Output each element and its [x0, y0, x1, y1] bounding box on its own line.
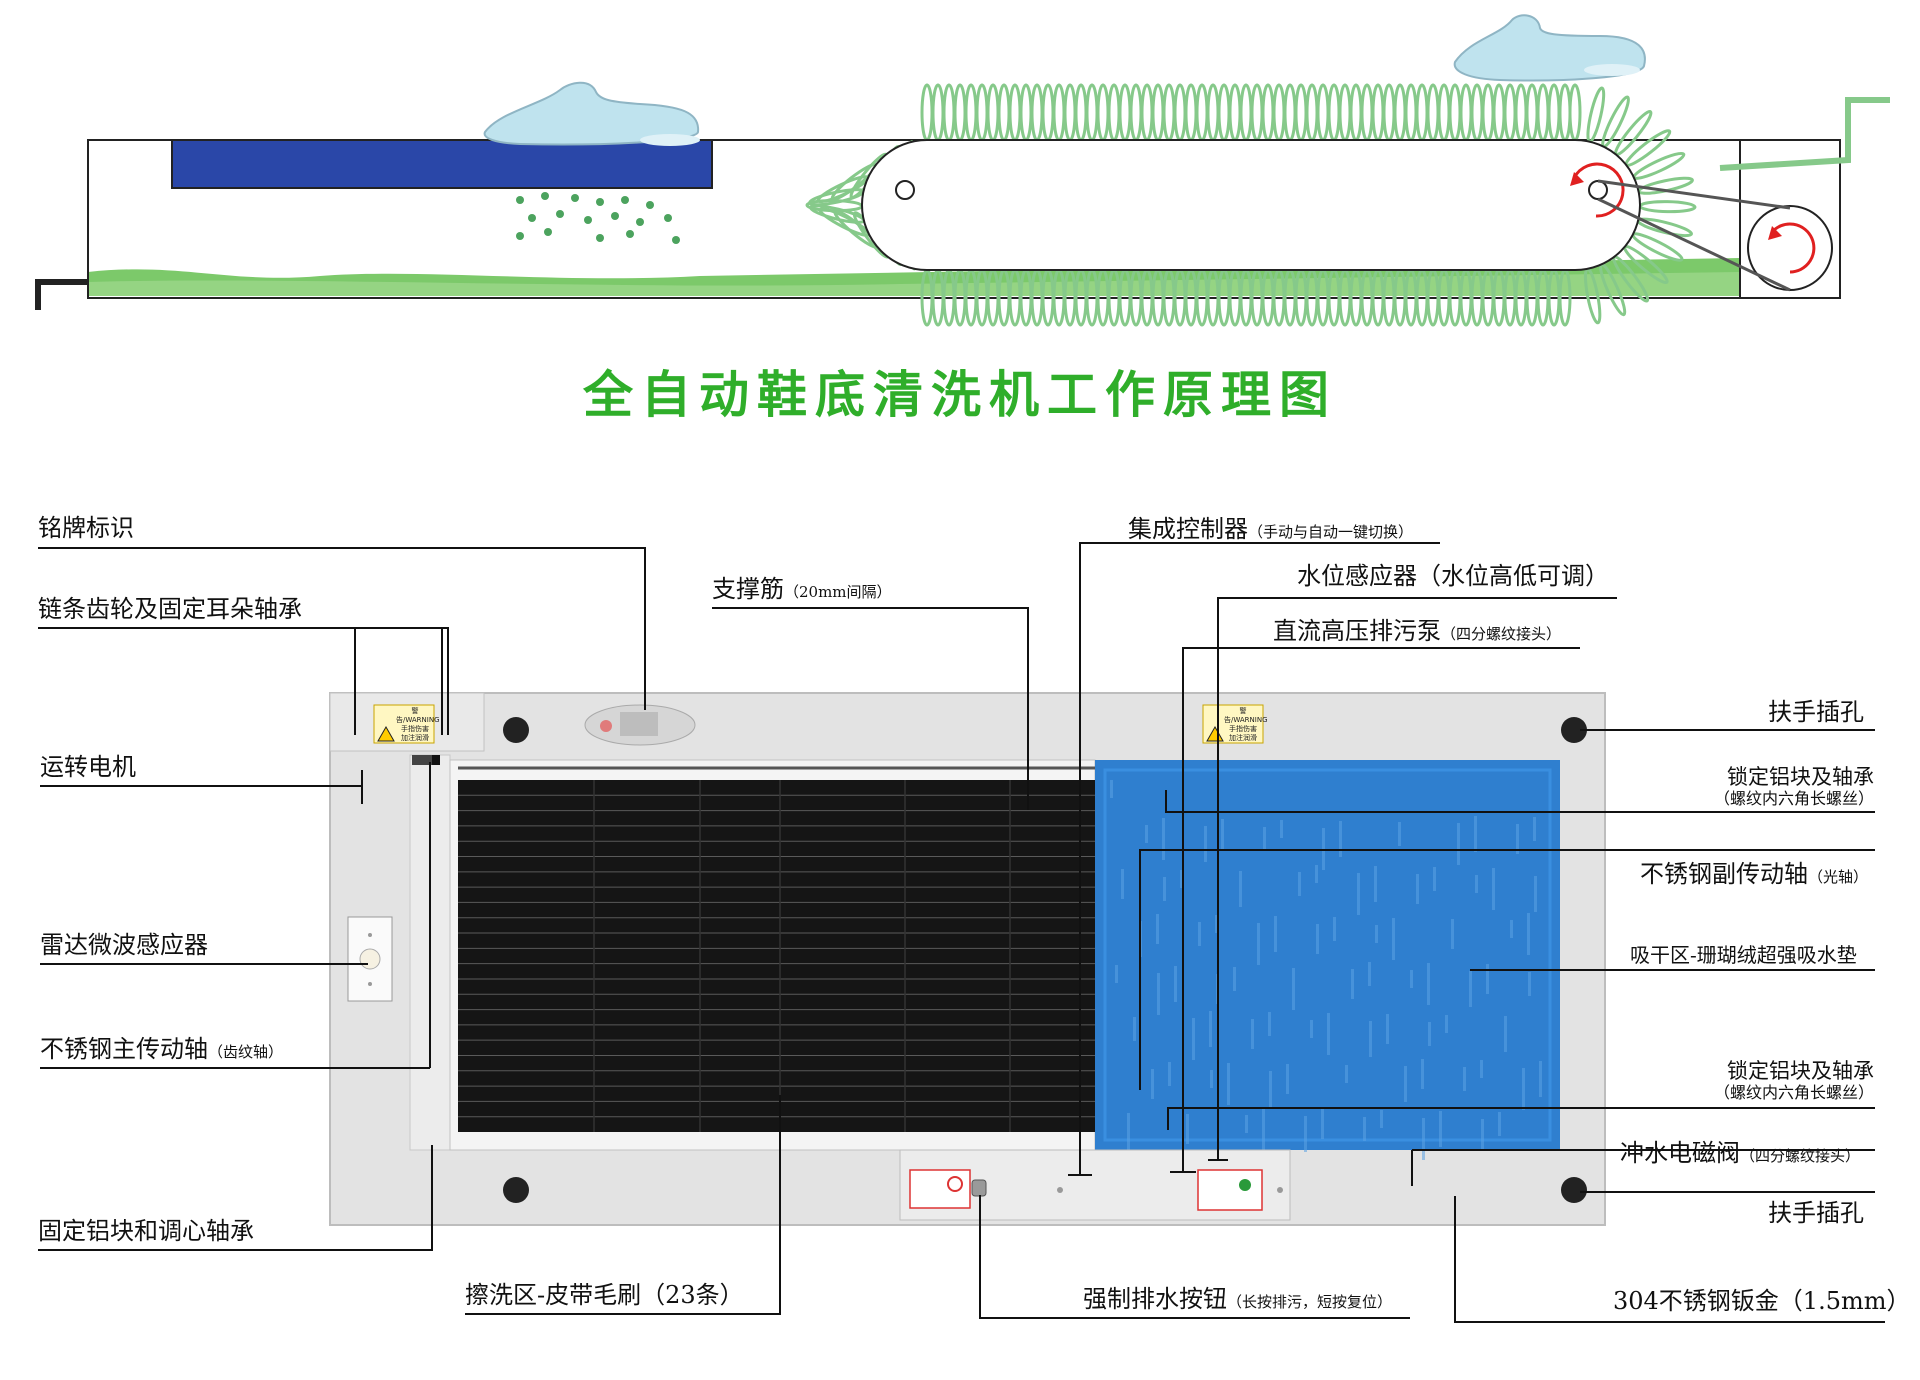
top-view-panel [329, 692, 1606, 1226]
label-lock-block-bottom: 锁定铝块及轴承 （螺纹内六角长螺丝） [1714, 1060, 1874, 1104]
label-drain-button-text: 强制排水按钮 [1083, 1285, 1227, 1313]
label-lock-block-bottom-text: 锁定铝块及轴承 [1727, 1059, 1874, 1083]
label-lock-block-top-sub: （螺纹内六角长螺丝） [1713, 789, 1874, 808]
warning-sticker-text-right: 警告/WARNING 手指伤害 加注润滑 [1224, 707, 1268, 743]
label-motor: 运转电机 [40, 753, 136, 781]
support-ribs [593, 780, 1011, 1132]
label-controller-note: （手动与自动一键切换） [1248, 523, 1414, 541]
handle-hole-bottom-right [1561, 1177, 1587, 1203]
label-drain-button: 强制排水按钮（长按排污，短按复位） [1083, 1284, 1392, 1317]
label-radar: 雷达微波感应器 [40, 931, 208, 959]
handle-hole-bottom-left [503, 1177, 529, 1203]
shoe-right-icon [1453, 14, 1646, 82]
leader-lines [38, 542, 1885, 1323]
label-main-shaft: 不锈钢主传动轴（齿纹轴） [40, 1034, 283, 1067]
rotation-arrow-icon [1572, 162, 1625, 218]
label-drain-button-note: （长按排污，短按复位） [1227, 1293, 1393, 1311]
label-chain-sprocket: 链条齿轮及固定耳朵轴承 [38, 595, 302, 623]
label-dc-pump: 直流高压排污泵（四分螺纹接头） [1273, 616, 1561, 649]
belt-brushes [458, 780, 1095, 1132]
label-sub-shaft-note: （光轴） [1808, 868, 1869, 886]
idler-pulley [895, 180, 915, 200]
label-solenoid: 冲水电磁阀（四分螺纹接头） [1620, 1138, 1860, 1171]
label-brush-zone: 擦洗区-皮带毛刷（23条） [465, 1281, 744, 1309]
label-lock-block-top: 锁定铝块及轴承 （螺纹内六角长螺丝） [1714, 766, 1874, 810]
side-schematic [35, 14, 1890, 327]
drive-pulley [1588, 180, 1608, 200]
label-support-rib-note: （20mm间隔） [784, 583, 892, 601]
label-dc-pump-note: （四分螺纹接头） [1441, 625, 1562, 643]
inlet-pipe [1719, 97, 1890, 171]
label-main-shaft-text: 不锈钢主传动轴 [40, 1035, 208, 1063]
drain-pipe [35, 279, 88, 310]
label-dc-pump-text: 直流高压排污泵 [1273, 617, 1441, 645]
coral-fleece-mat [1095, 760, 1560, 1150]
label-sub-shaft-text: 不锈钢副传动轴 [1640, 860, 1808, 888]
label-sub-shaft: 不锈钢副传动轴（光轴） [1640, 859, 1868, 892]
warning-line2: 加注润滑 [1229, 734, 1257, 742]
label-support-rib-text: 支撑筋 [712, 575, 784, 603]
label-solenoid-text: 冲水电磁阀 [1620, 1139, 1740, 1167]
nameplate-badge [584, 704, 696, 746]
label-main-shaft-note: （齿纹轴） [208, 1043, 284, 1061]
label-handle-top: 扶手插孔 [1768, 698, 1864, 726]
warning-line1: 手指伤害 [401, 725, 429, 733]
warning-line1: 手指伤害 [1229, 725, 1257, 733]
label-lock-block-top-text: 锁定铝块及轴承 [1727, 765, 1874, 789]
label-controller-text: 集成控制器 [1128, 515, 1248, 543]
fleece-texture [1110, 780, 1542, 1160]
safety-sticker-right [1197, 1169, 1263, 1211]
label-handle-bottom: 扶手插孔 [1768, 1199, 1864, 1227]
label-dry-zone: 吸干区-珊瑚绒超强吸水垫 [1630, 943, 1857, 967]
brush-belt [861, 139, 1641, 271]
drain-button-icon [971, 1179, 987, 1197]
warning-header: 警告/WARNING [396, 707, 440, 724]
dry-pad-side [171, 139, 713, 189]
motor-rotation-arrow-icon [1770, 222, 1816, 274]
handle-hole-top-left [503, 717, 529, 743]
warning-sticker-text-left: 警告/WARNING 手指伤害 加注润滑 [396, 707, 440, 743]
label-sheet-metal: 304不锈钢钣金（1.5mm） [1613, 1287, 1911, 1315]
label-nameplate: 铭牌标识 [38, 514, 134, 542]
handle-hole-top-right [1561, 717, 1587, 743]
label-solenoid-note: （四分螺纹接头） [1740, 1147, 1861, 1165]
label-water-sensor: 水位感应器（水位高低可调） [1297, 562, 1609, 590]
page-title: 全自动鞋底清洗机工作原理图 [583, 366, 1337, 424]
label-support-rib: 支撑筋（20mm间隔） [712, 574, 892, 607]
water-droplets [516, 192, 680, 244]
warning-header: 警告/WARNING [1224, 707, 1268, 724]
label-controller: 集成控制器（手动与自动一键切换） [1128, 514, 1413, 547]
label-fixed-block: 固定铝块和调心轴承 [38, 1217, 254, 1245]
warning-line2: 加注润滑 [401, 734, 429, 742]
label-lock-block-bottom-sub: （螺纹内六角长螺丝） [1713, 1083, 1874, 1102]
shoe-left-icon [483, 81, 700, 146]
brush-belt-lines [458, 794, 1095, 1118]
